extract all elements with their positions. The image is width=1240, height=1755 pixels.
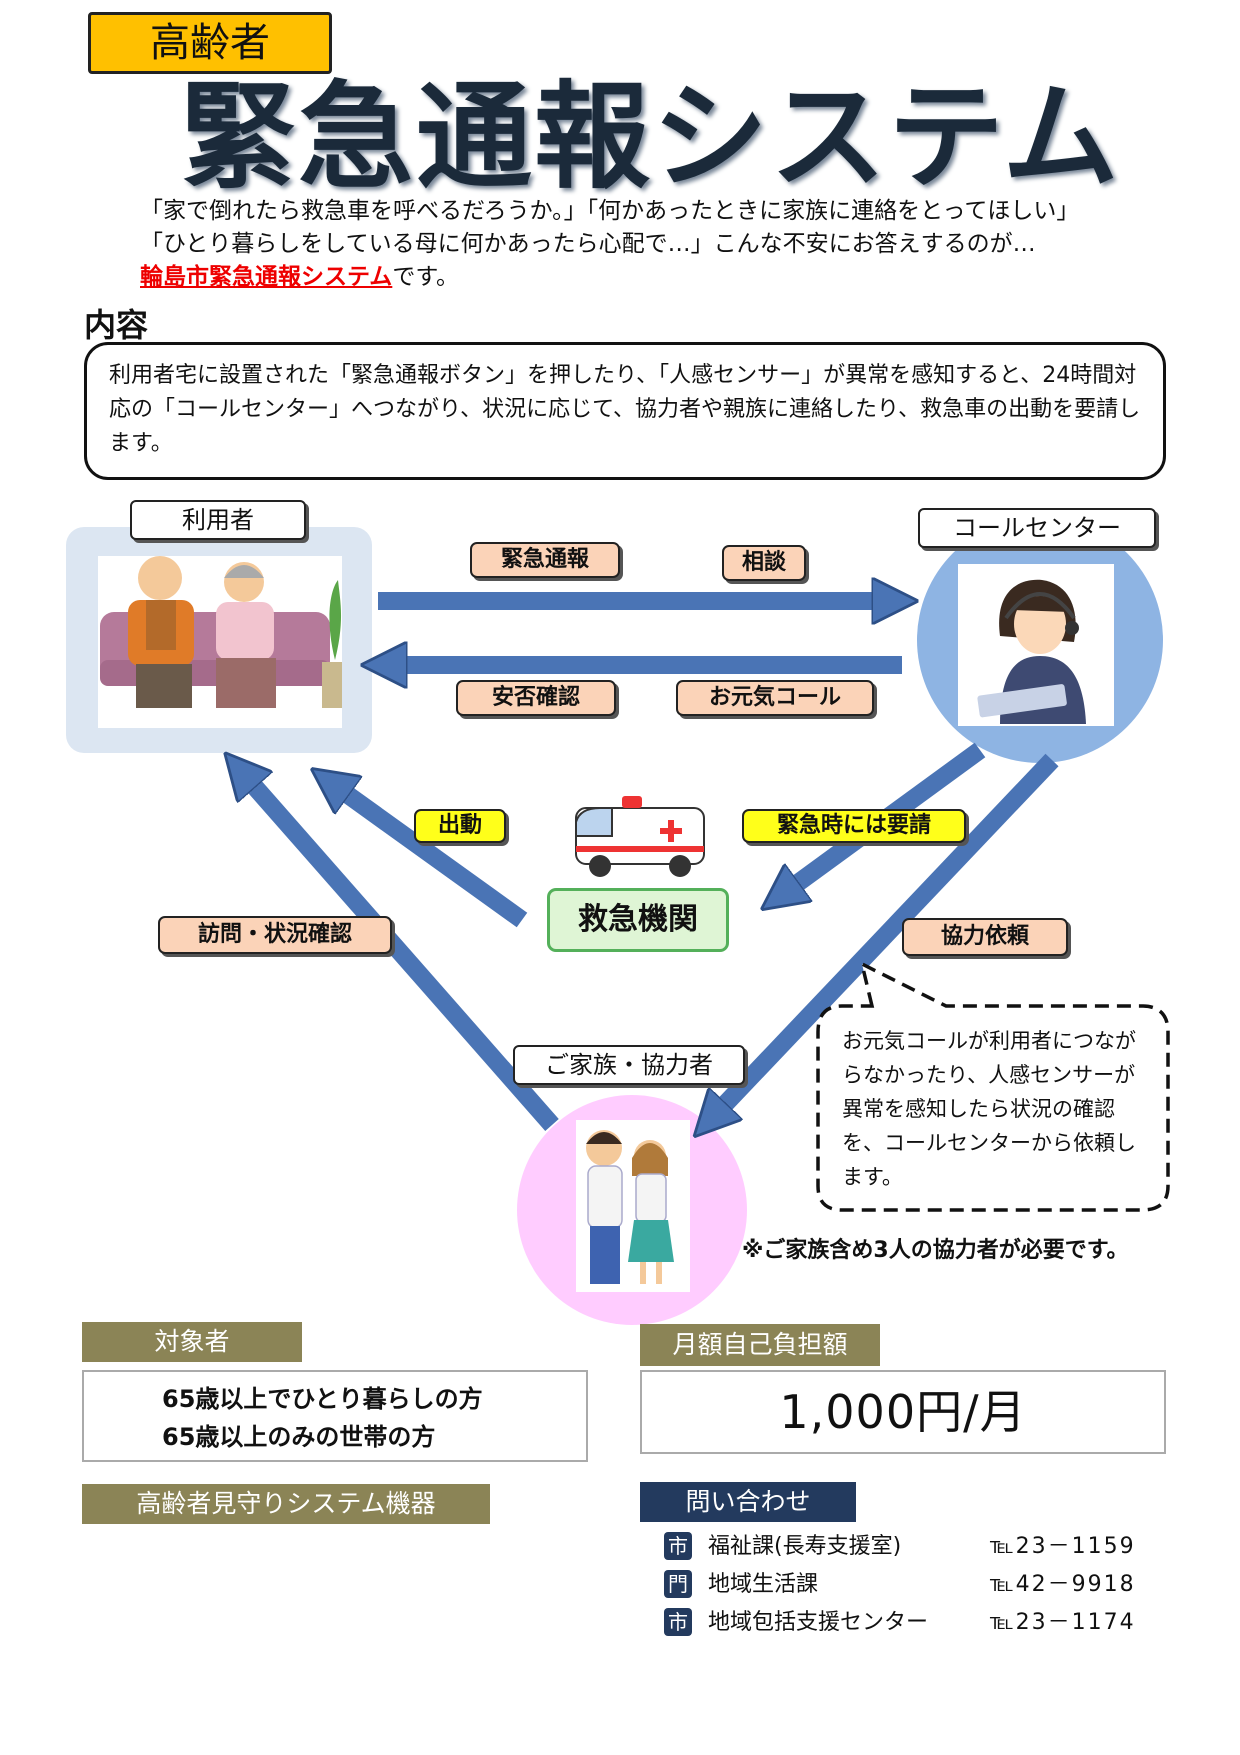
contact-phone[interactable]: ℡42－9918: [990, 1572, 1136, 1597]
target-box: 65歳以上でひとり暮らしの方 65歳以上のみの世帯の方: [82, 1370, 588, 1462]
user-label: 利用者: [130, 500, 306, 540]
intro-line-1: 「家で倒れたら救急車を呼べるだろうか。」「何かあったときに家族に連絡をとってほし…: [140, 198, 1080, 224]
devices-heading: 高齢者見守りシステム機器: [82, 1484, 490, 1524]
contact-department: 地域生活課: [708, 1572, 819, 1597]
fee-heading: 月額自己負担額: [640, 1324, 880, 1366]
city-mark-icon: 市: [664, 1532, 692, 1560]
note-bubble: [816, 960, 1170, 1212]
content-description: 利用者宅に設置された「緊急通報ボタン」を押したり、「人感センサー」が異常を感知す…: [109, 363, 1141, 456]
requirement-note: ※ご家族含め3人の協力者が必要です。: [742, 1238, 1129, 1263]
intro-line-3: 輪島市緊急通報システムです。: [140, 262, 459, 293]
flow-dispatch-label: 出動: [414, 809, 506, 843]
content-heading: 内容: [84, 306, 149, 344]
flow-visit-label: 訪問・状況確認: [158, 916, 392, 954]
contact-phone[interactable]: ℡23－1174: [990, 1610, 1136, 1635]
fee-amount: 1,000円/月: [779, 1385, 1027, 1439]
target-line-2: 65歳以上のみの世帯の方: [162, 1423, 436, 1451]
contact-department: 福祉課(長寿支援室): [708, 1534, 902, 1559]
flow-genki-call-label: お元気コール: [676, 680, 874, 716]
flow-emergency-label: 緊急通報: [470, 542, 620, 578]
system-name-link[interactable]: 輪島市緊急通報システム: [140, 264, 393, 290]
page-title: 緊急通報システム: [180, 70, 1121, 205]
emergency-agency-box: 救急機関: [547, 888, 729, 952]
family-illustration: [576, 1120, 690, 1292]
family-label: ご家族・協力者: [513, 1045, 745, 1085]
intro-line-2: 「ひとり暮らしをしている母に何かあったら心配で…」こんな不安にお答えするのが…: [140, 231, 1036, 257]
ambulance-illustration: [575, 796, 705, 877]
note-text: お元気コールが利用者につながらなかったり、人感センサーが異常を感知したら状況の確…: [842, 1029, 1136, 1189]
contact-department: 地域包括支援センター: [708, 1610, 929, 1635]
target-heading: 対象者: [82, 1322, 302, 1362]
flow-safety-check-label: 安否確認: [456, 680, 616, 716]
elderly-couple-illustration: [98, 556, 342, 728]
fee-box: 1,000円/月: [640, 1370, 1166, 1454]
flow-cooperation-label: 協力依頼: [902, 918, 1068, 956]
arrow-family-to-user: [240, 770, 559, 1131]
callcenter-label: コールセンター: [918, 508, 1156, 548]
arrow-dispatch: [330, 782, 528, 928]
operator-illustration: [958, 564, 1114, 726]
contact-heading: 問い合わせ: [640, 1482, 856, 1522]
flow-consult-label: 相談: [722, 545, 806, 581]
flow-request-label: 緊急時には要請: [742, 809, 966, 843]
content-description-box: 利用者宅に設置された「緊急通報ボタン」を押したり、「人感センサー」が異常を感知す…: [84, 342, 1166, 480]
category-badge: 高齢者: [88, 12, 332, 74]
monzen-mark-icon: 門: [664, 1570, 692, 1598]
arrow-cooperation-request: [710, 753, 1059, 1120]
city-mark-icon: 市: [664, 1608, 692, 1636]
target-line-1: 65歳以上でひとり暮らしの方: [162, 1385, 483, 1413]
intro-suffix: です。: [392, 264, 460, 290]
contact-phone[interactable]: ℡23－1159: [990, 1534, 1136, 1559]
